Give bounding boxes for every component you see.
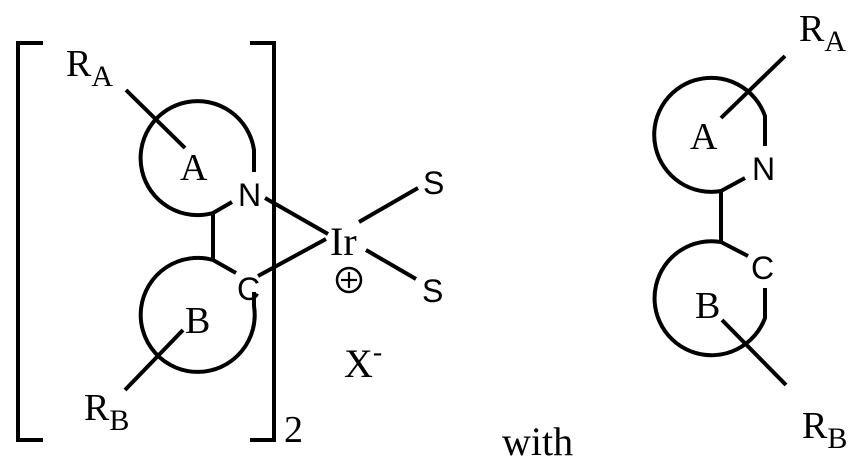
c-ir-bond xyxy=(257,237,327,278)
ring-b-label: B xyxy=(185,300,210,342)
rb-bond xyxy=(123,328,185,392)
ir-s-top-bond xyxy=(358,186,419,224)
s-top-label: S xyxy=(423,165,444,201)
ring-a-label: A xyxy=(180,147,208,189)
ra-label: RA xyxy=(66,43,113,93)
ligand-ring-a xyxy=(652,75,767,194)
right-bracket xyxy=(250,41,276,442)
ra-bond xyxy=(124,88,187,150)
ligand-ra-label: RA xyxy=(799,8,846,58)
with-label: with xyxy=(502,419,573,461)
ligand-ring-b-label: B xyxy=(695,285,720,327)
c-atom-label: C xyxy=(237,271,260,307)
ligand-rb-bond xyxy=(720,318,788,387)
ligand-rb-label: RB xyxy=(802,405,847,455)
iridium-complex: RA A N B C RB 2 Ir S S X- xyxy=(16,41,444,451)
ligand-ra-bond xyxy=(719,54,787,120)
multiplier-label: 2 xyxy=(284,409,303,451)
ring-b xyxy=(138,255,257,374)
ring-a xyxy=(138,99,256,218)
ligand-ring-a-label: A xyxy=(690,116,718,158)
rb-label: RB xyxy=(84,387,129,437)
s-bottom-label: S xyxy=(422,273,443,309)
n-atom-label: N xyxy=(238,177,261,213)
iridium-label: Ir xyxy=(330,219,357,264)
free-ligand: RA A N B C RB xyxy=(652,8,847,455)
positive-charge-icon xyxy=(335,266,363,294)
ir-s-bottom-bond xyxy=(364,248,418,281)
ligand-n-atom-label: N xyxy=(752,151,775,187)
ligand-c-atom-label: C xyxy=(751,250,774,286)
n-ir-bond xyxy=(264,196,329,236)
left-bracket xyxy=(16,41,43,442)
counterion-label: X- xyxy=(344,337,382,386)
